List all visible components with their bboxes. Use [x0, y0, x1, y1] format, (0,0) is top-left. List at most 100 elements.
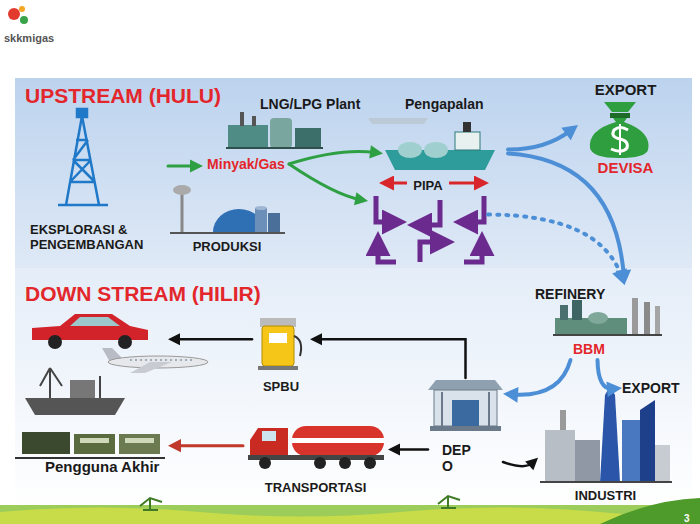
- depot: DEP O: [428, 378, 503, 483]
- pipe-arrows-part: [468, 196, 484, 222]
- train-icon-part: [125, 438, 154, 443]
- downstream-band-text-wrap: DOWN STREAM (HILIR): [25, 282, 261, 306]
- flow-arrow: [488, 215, 627, 286]
- ship-icon-part: [424, 142, 448, 158]
- arrow-head: [310, 333, 322, 345]
- tank-truck-icon-part: [314, 457, 326, 469]
- lng-plant-text-wrap: LNG/LPG Plant: [260, 95, 360, 113]
- fuel-pump-icon-part: [269, 333, 287, 343]
- industry-icon-part: [655, 445, 670, 482]
- production-icon: [170, 185, 285, 233]
- train-icon: [15, 432, 165, 458]
- page-number-wrap: 3: [684, 508, 690, 524]
- car-icon-part: [32, 314, 148, 340]
- tank-truck-icon: [248, 426, 384, 469]
- refinery: REFINERY BBM: [530, 285, 665, 360]
- car-icon-part: [118, 335, 132, 349]
- arrow-head: [388, 443, 400, 455]
- ground-strip-part: [0, 505, 700, 524]
- oil-rig-icon-part: [58, 116, 108, 205]
- arrow-line: [395, 448, 428, 451]
- production-site-text: PRODUKSI: [193, 240, 262, 255]
- pipe-arrows: [376, 196, 484, 262]
- shipping-text-wrap: Pengapalan: [405, 95, 484, 113]
- lng-plant: LNG/LPG Plant: [222, 95, 372, 152]
- ship-icon: [25, 368, 125, 415]
- arrow-line: [317, 339, 465, 378]
- airplane-icon: [102, 348, 208, 373]
- pipe-direction-arrows-part: [388, 182, 407, 185]
- downstream-band-text: DOWN STREAM (HILIR): [25, 282, 261, 306]
- pipe-direction-arrows-part: [449, 182, 480, 185]
- ground-strip-part: [438, 496, 460, 508]
- lng-plant-icon-part: [252, 116, 256, 126]
- arrow-line: [508, 130, 571, 149]
- flow-arrow: [508, 125, 578, 150]
- fuel-export-text: EXPORT: [622, 380, 680, 396]
- train-icon-part: [119, 434, 160, 454]
- shipping: Pengapalan: [383, 95, 508, 173]
- logo-text: skkmigas: [4, 32, 54, 45]
- production-site-text-wrap: PRODUKSI: [168, 237, 286, 255]
- flow-arrow: [310, 333, 466, 378]
- refinery-text: BBM: [573, 341, 605, 357]
- lng-plant-text: LNG/LPG Plant: [260, 96, 360, 112]
- downstream-band: DOWN STREAM (HILIR) REFINERY BBM EXPORT DEP …: [15, 270, 692, 507]
- arrow-head: [525, 458, 538, 471]
- refinery-icon: [553, 298, 662, 335]
- depot-icon-part: [441, 392, 443, 426]
- oil-gas-label: Minyak/Gas: [203, 153, 289, 175]
- pipe-arrows-part: [420, 242, 440, 262]
- production-icon-part: [255, 208, 267, 232]
- flow-arrow: [289, 164, 368, 205]
- logo-mark-part: [19, 6, 25, 12]
- pipeline-text-wrap: PIPA: [368, 176, 488, 194]
- exploration-rig: EKSPLORASI & PENGEMBANGAN: [28, 112, 168, 262]
- depot-icon-part: [434, 390, 497, 426]
- exploration-rig-text: EKSPLORASI & PENGEMBANGAN: [30, 223, 166, 253]
- flow-arrow: [388, 443, 428, 455]
- arrow-line: [512, 360, 571, 395]
- refinery-icon-part: [632, 298, 638, 335]
- ship-icon-part: [25, 398, 125, 415]
- pipe-arrows-part: [422, 200, 440, 225]
- car-icon-part: [48, 335, 62, 349]
- export-revenue-text: EXPORT: [595, 81, 657, 98]
- oil-gas-label-text: Minyak/Gas: [207, 156, 285, 172]
- pipe-arrows-part: [464, 246, 482, 262]
- depot-icon-part: [488, 392, 490, 426]
- industry-icon: [540, 386, 672, 482]
- tank-truck-icon-part: [259, 457, 271, 469]
- ship-icon-part: [455, 132, 480, 150]
- train-icon-part: [80, 438, 109, 443]
- ship-icon-part: [368, 118, 428, 124]
- lng-plant-icon-part: [226, 147, 323, 149]
- depot-icon-part: [430, 426, 501, 431]
- money-bag-icon-part: [590, 114, 649, 158]
- arrow-head: [369, 145, 383, 158]
- upstream-band-text-wrap: UPSTREAM (HULU): [25, 84, 221, 108]
- production-icon-part: [255, 206, 267, 210]
- depot-text: DEP O: [442, 442, 482, 474]
- fuel-station-text: SPBU: [263, 380, 299, 395]
- train-icon-part: [22, 432, 70, 454]
- refinery-text: REFINERY: [535, 286, 605, 302]
- lng-plant-icon: [226, 112, 323, 148]
- arrow-head: [168, 439, 181, 452]
- oil-gas-label-text-wrap: Minyak/Gas: [203, 155, 289, 173]
- fuel-station: SPBU: [252, 315, 310, 396]
- logo-text-wrap: skkmigas: [4, 28, 54, 46]
- industry-icon-part: [600, 386, 620, 482]
- flow-arrow: [168, 333, 252, 345]
- train-icon-part: [74, 434, 115, 454]
- shipping-text: Pengapalan: [405, 96, 484, 112]
- transport-truck: TRANSPORTASI: [243, 418, 388, 497]
- money-bag-icon-part: [604, 102, 636, 112]
- pipeline-text: PIPA: [413, 179, 442, 194]
- arrow-head: [190, 159, 203, 172]
- end-users: Pengguna Akhir: [18, 308, 168, 480]
- tank-truck-icon-part: [262, 431, 276, 441]
